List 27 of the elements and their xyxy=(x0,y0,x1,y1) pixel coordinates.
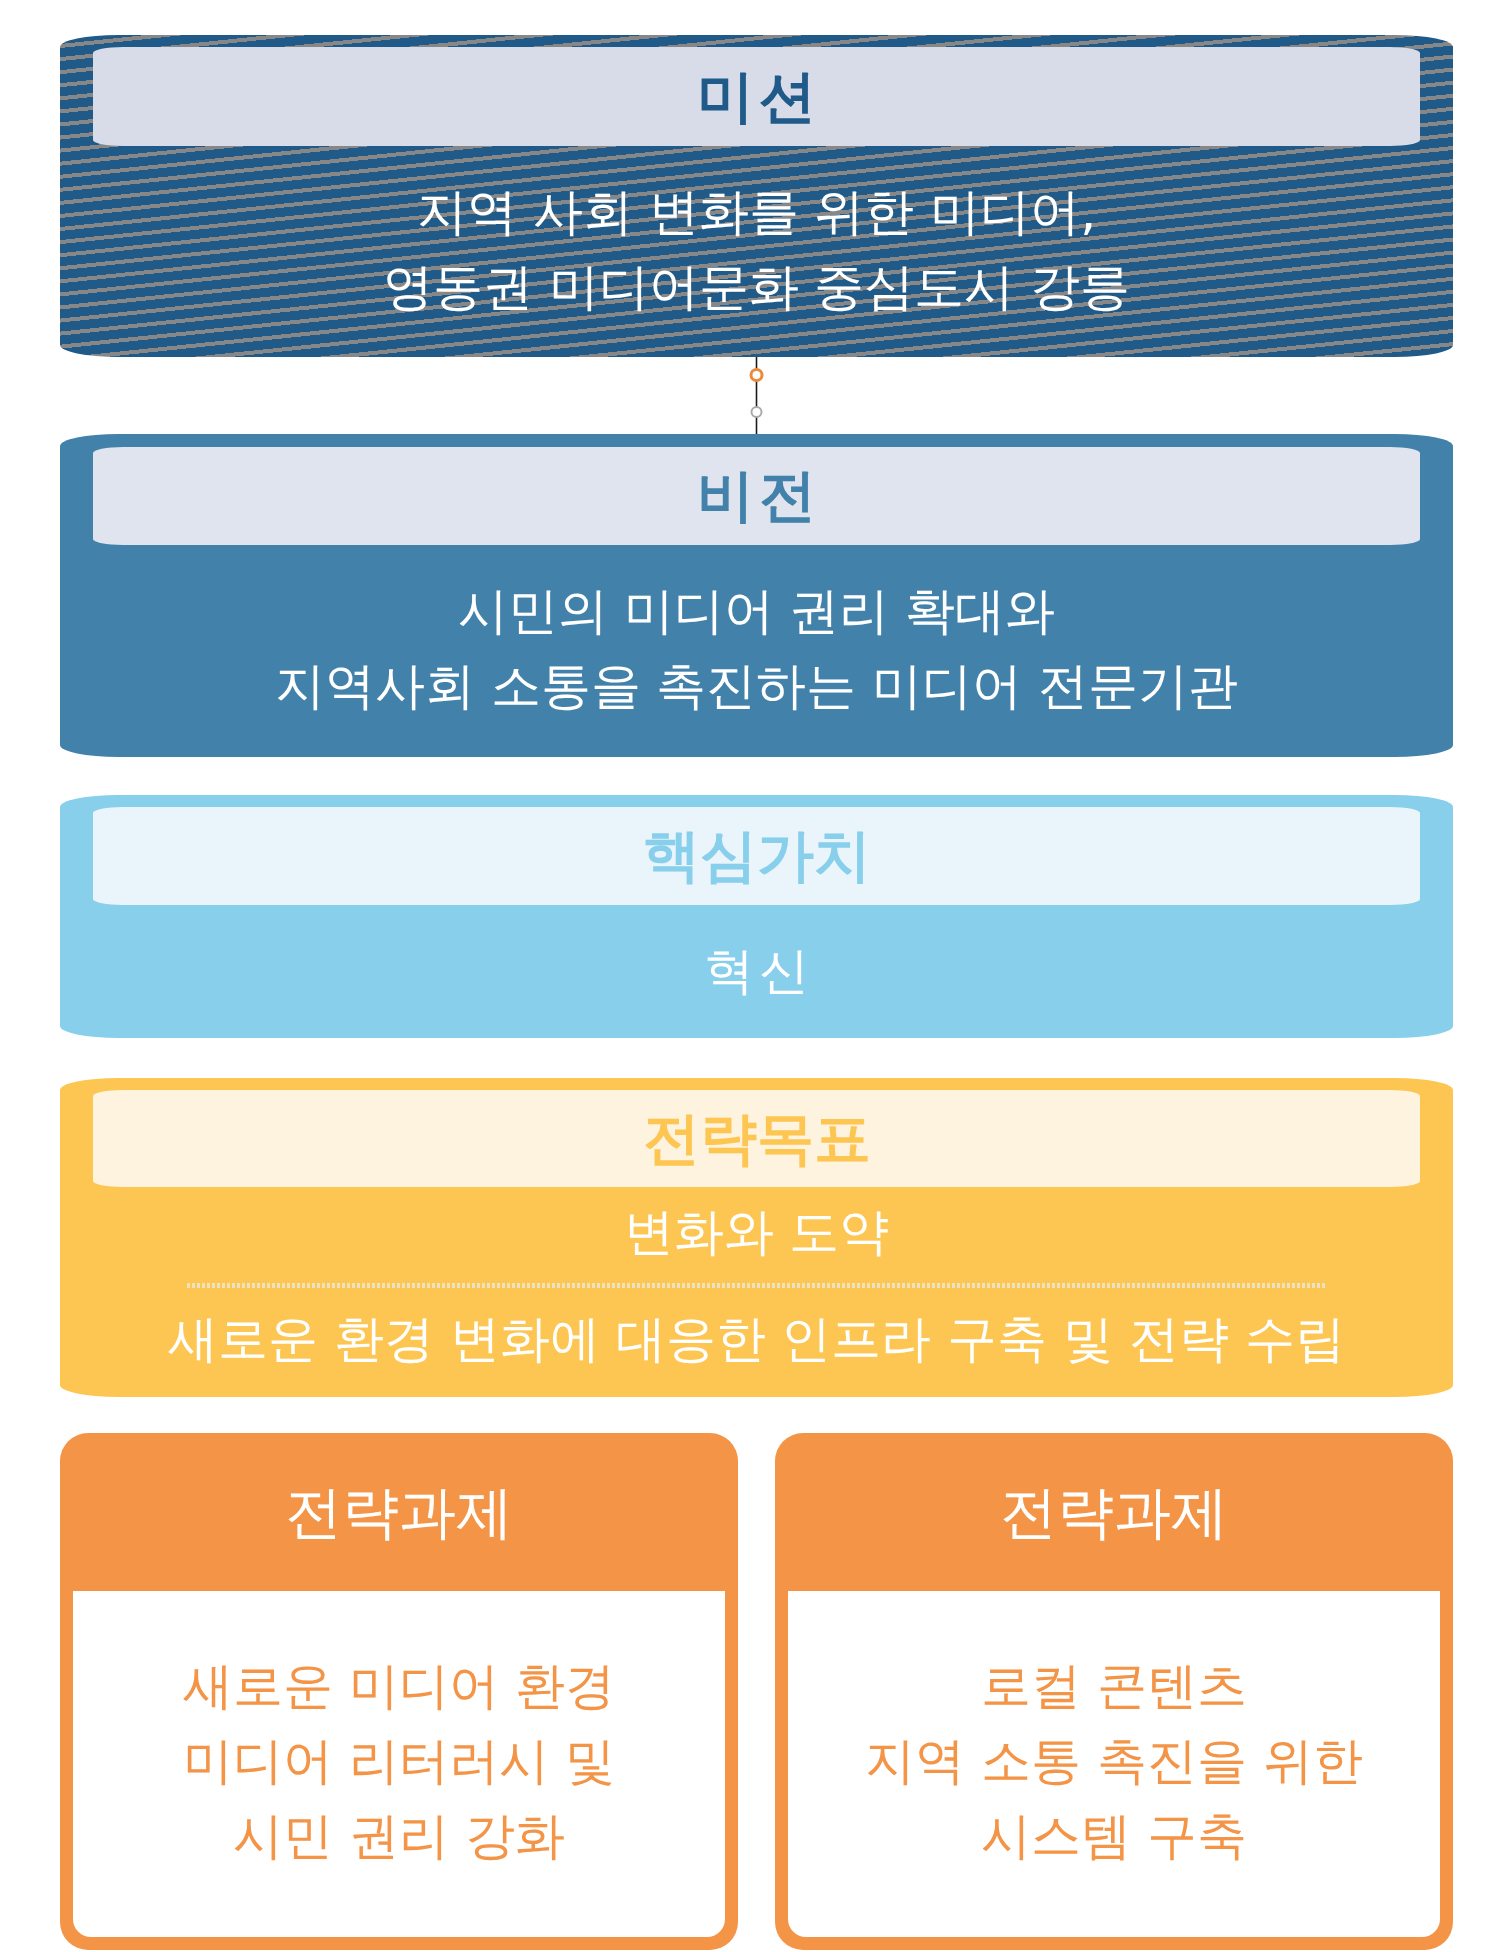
statement-text: 변화와 도약 xyxy=(623,1201,890,1263)
statement-text: 새로운 환경 변화에 대응한 인프라 구축 및 전략 수립 xyxy=(167,1308,1346,1370)
title-band xyxy=(93,807,1420,905)
title-band xyxy=(93,47,1420,146)
card-text: 미디어 리터러시 및 시민 권리 강화 xyxy=(182,1730,616,1867)
card-text: 로컬 콘텐츠 xyxy=(981,1655,1247,1717)
band-title: 전략목표 xyxy=(642,1103,871,1173)
card-text: 새로운 미디어 환경 xyxy=(183,1655,615,1717)
task-card xyxy=(60,1433,738,1950)
rounded-panel xyxy=(60,1078,1453,1397)
card-title: 전략과제 xyxy=(1000,1478,1228,1547)
connector-line xyxy=(749,356,764,435)
rounded-panel xyxy=(60,434,1453,757)
statement-text: 지역 사회 변화를 위한 미디어, 영동권 미디어문화 중심도시 강릉 xyxy=(381,181,1132,318)
statement-text: 혁신 xyxy=(703,941,814,1002)
statement-text: 지역사회 소통을 촉진하는 미디어 전문기관 xyxy=(274,656,1239,717)
statement-text: 시민의 미디어 권리 확대와 xyxy=(457,581,1056,642)
rounded-panel xyxy=(60,795,1453,1038)
card-text: 지역 소통 촉진을 위한 시스템 구축 xyxy=(864,1730,1364,1867)
band-title: 미션 xyxy=(695,61,823,131)
band-title: 비전 xyxy=(695,461,823,531)
striped-panel xyxy=(60,35,1453,357)
band-title: 핵심가치 xyxy=(642,821,871,891)
title-band xyxy=(93,447,1420,545)
task-card xyxy=(775,1433,1453,1950)
title-band xyxy=(93,1090,1420,1187)
card-title: 전략과제 xyxy=(285,1478,513,1547)
